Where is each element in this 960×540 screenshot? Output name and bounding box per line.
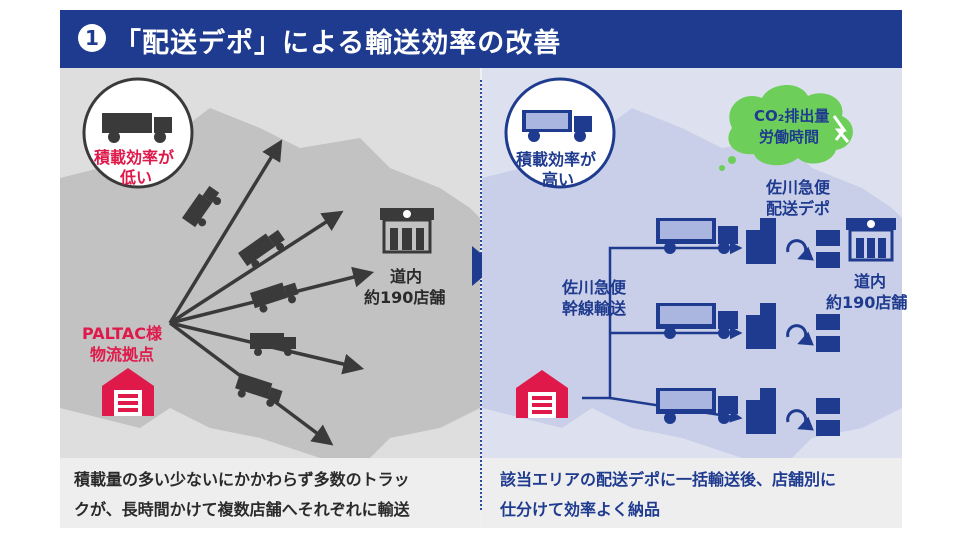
sort-loop-icon xyxy=(786,409,814,431)
depot-label-line1: 佐川急便 xyxy=(766,178,831,197)
store-stack-icon xyxy=(816,398,840,436)
header-bar: 1 「配送デポ」による輸送効率の改善 xyxy=(60,10,902,68)
header-title: 「配送デポ」による輸送効率の改善 xyxy=(114,28,562,59)
depot-building-icon xyxy=(746,303,776,349)
store-icon xyxy=(380,208,434,254)
left-dest-line1: 道内 xyxy=(390,267,423,286)
warehouse-icon xyxy=(516,370,568,418)
truck-icon xyxy=(238,229,285,268)
loaded-truck-icon xyxy=(656,218,738,254)
cloud-label-line1: CO₂排出量 xyxy=(754,107,830,125)
truck-icon xyxy=(250,282,299,313)
origin-label-line1: PALTAC様 xyxy=(82,324,162,343)
right-dest-line2: 約190店舗 xyxy=(826,293,908,312)
map-silhouette xyxy=(482,108,902,468)
cloud-label-line2: 労働時間 xyxy=(759,128,820,146)
loaded-truck-icon xyxy=(656,388,738,424)
store-icon xyxy=(846,218,896,262)
sort-loop-icon xyxy=(786,239,814,261)
co2-cloud xyxy=(728,84,853,166)
left-caption-line2: クが、長時間かけて複数店舗へそれぞれに輸送 xyxy=(74,500,410,519)
decrease-arrow-icon xyxy=(832,115,850,143)
sort-loop-icon xyxy=(786,324,814,346)
truck-icon xyxy=(235,373,283,407)
right-caption-line1: 該当エリアの配送デポに一括輸送後、店舗別に xyxy=(500,470,837,489)
store-stack-icon xyxy=(816,314,840,352)
left-badge-line1: 積載効率が xyxy=(94,148,175,167)
depot-label-line2: 配送デポ xyxy=(766,199,831,218)
truck-icon xyxy=(250,333,296,356)
origin-label-line2: 物流拠点 xyxy=(90,345,155,364)
depot-building-icon xyxy=(746,388,776,434)
right-panel-graphics xyxy=(482,77,902,528)
infographic-frame: 1 「配送デポ」による輸送効率の改善 xyxy=(60,10,907,528)
loaded-truck-icon xyxy=(656,303,738,339)
right-caption-line2: 仕分けて効率よく納品 xyxy=(500,500,661,519)
left-panel-graphics xyxy=(60,77,480,528)
loaded-truck-icon xyxy=(522,110,592,142)
right-dest-line1: 道内 xyxy=(854,272,887,291)
left-dest-line2: 約190店舗 xyxy=(364,288,446,307)
right-badge-line1: 積載効率が xyxy=(516,150,597,169)
left-panel: 積載効率が 低い PALTAC様 物流拠点 道内 約190店舗 積載量の多い少な… xyxy=(60,68,480,528)
trunk-label-line1: 佐川急便 xyxy=(562,278,627,297)
left-caption-line1: 積載量の多い少ないにかかわらず多数のトラッ xyxy=(74,470,410,489)
truck-icon xyxy=(182,185,222,228)
depot-building-icon xyxy=(746,218,776,264)
trunk-label-line2: 幹線輸送 xyxy=(562,299,627,318)
store-stack-icon xyxy=(816,230,840,268)
efficiency-badge-circle xyxy=(504,77,616,189)
left-badge-line2: 低い xyxy=(120,168,153,187)
right-panel: 積載効率が 高い CO₂排出量 労働時間 佐川急便 配送デポ 佐川急便 幹線輸送… xyxy=(482,68,907,528)
right-badge-line2: 高い xyxy=(542,170,575,189)
warehouse-icon xyxy=(102,368,154,416)
panel-divider xyxy=(480,80,482,510)
truck-icon xyxy=(102,113,172,143)
section-number: 1 xyxy=(78,24,106,52)
